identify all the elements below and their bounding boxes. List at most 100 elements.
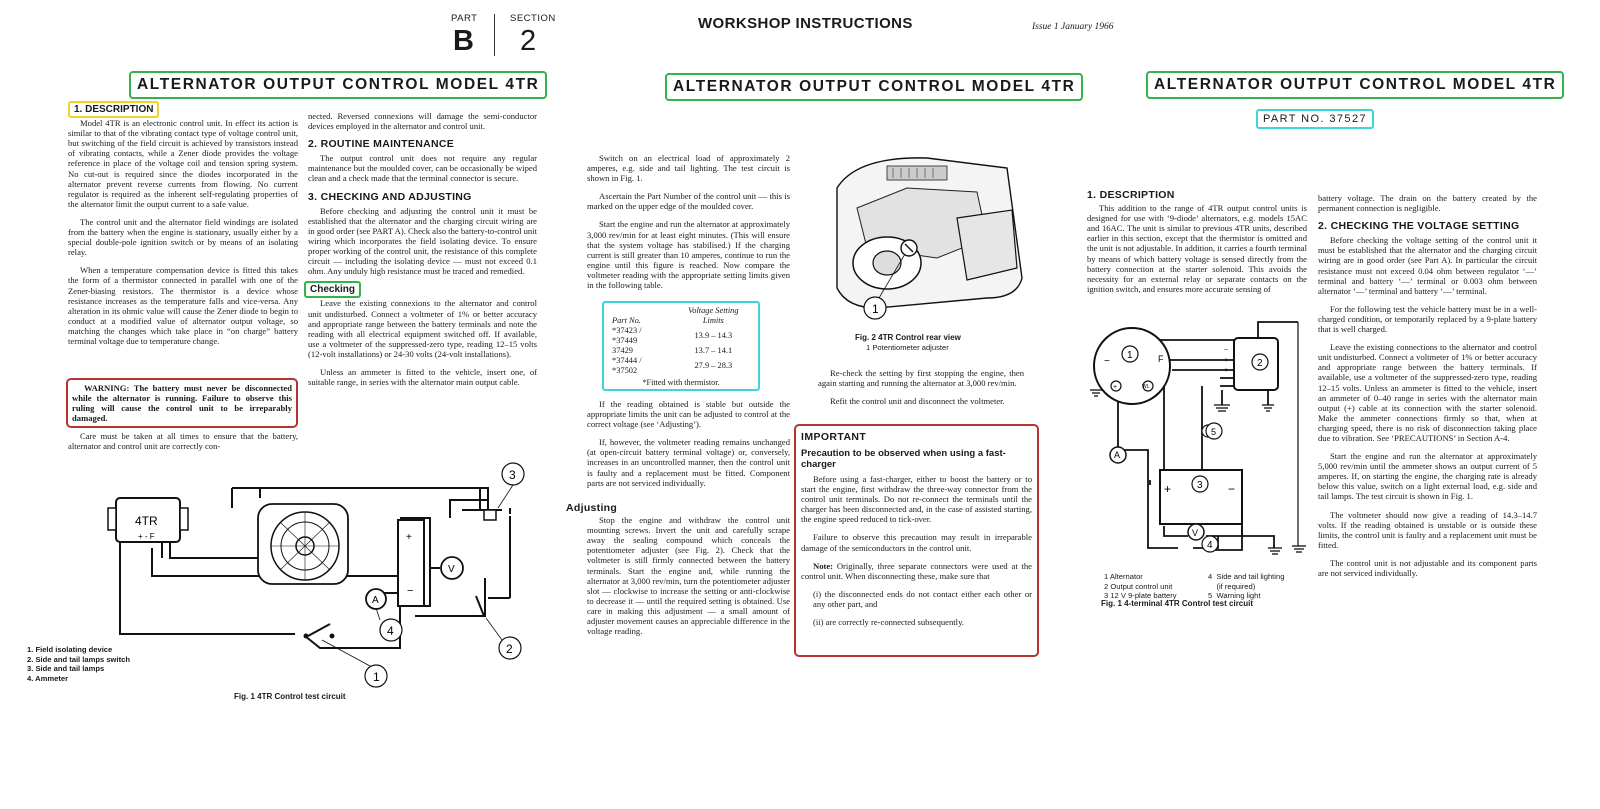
page2-fig2-illustration: 1 — [836, 157, 1023, 320]
page3-ammeter — [1109, 446, 1127, 464]
page2-fig2-sub: 1 Potentiometer adjuster — [866, 343, 949, 352]
page2-table-part: *37423 / *37449 — [612, 326, 642, 345]
page2-para-2: Ascertain the Part Number of the control… — [587, 191, 790, 212]
page2-col1: Switch on an electrical load of approxim… — [587, 153, 790, 298]
page2-important-heading: IMPORTANT — [801, 431, 867, 443]
page3-callout-2 — [1251, 353, 1269, 371]
page3-circuit-diagram: − F + WL 1 − + + 2 A 5 + − 3 V 4 — [1090, 321, 1306, 555]
page1-lamp-switch — [475, 595, 485, 617]
page3-legend-item: (if required) — [1208, 581, 1256, 591]
page1-callout-3-label: 3 — [509, 468, 516, 482]
page2-voltage-table-box: Part No. Voltage Setting Limits *37423 /… — [602, 301, 760, 391]
page3-callout-5 — [1205, 422, 1223, 440]
page3-callout-3-label: 3 — [1197, 480, 1203, 491]
page2-recheck-text: Re-check the setting by first stopping t… — [818, 368, 1024, 389]
page3-ammeter-label: A — [1114, 450, 1120, 460]
page1-desc-para-2: The control unit and the alternator fiel… — [68, 216, 298, 258]
page3-callout-2-label: 2 — [1257, 358, 1263, 369]
page1-fig-caption: Fig. 1 4TR Control test circuit — [234, 692, 346, 701]
page3-checking-text: Before checking the voltage setting of t… — [1318, 235, 1537, 296]
page2-adjusting-text: Stop the engine and withdraw the control… — [587, 515, 790, 637]
page1-checking-heading: 3. CHECKING AND ADJUSTING — [308, 190, 472, 203]
page1-checking-sub-text: Leave the existing connexions to the alt… — [308, 298, 537, 359]
header-part-label: PART — [451, 13, 478, 24]
page1-legend: 1. Field isolating device 2. Side and ta… — [27, 645, 130, 683]
page1-routine-heading: 2. ROUTINE MAINTENANCE — [308, 138, 455, 151]
page1-col2: nected. Reversed connexions will damage … — [304, 111, 537, 395]
page3-legend-left: 1 Alternator 2 Output control unit 3 12 … — [1104, 572, 1177, 601]
page1-col1-after: Care must be taken at all times to ensur… — [68, 431, 298, 459]
page1-callout-1 — [364, 664, 388, 688]
page3-legend-item: 3 12 V 9-plate battery — [1104, 591, 1177, 601]
page3-legend-item: 1 Alternator — [1104, 572, 1143, 581]
page3-callout-1-label: 1 — [1127, 350, 1133, 361]
page1-callout-4-label: 4 — [387, 624, 394, 638]
page2-precaution-text-1: Before using a fast-charger, either to b… — [801, 474, 1032, 525]
page2-adjusting-heading: Adjusting — [566, 502, 618, 514]
page2-table-limits: 27.9 – 28.3 — [694, 361, 733, 370]
page2-note-text: Originally, three separate connectors we… — [801, 560, 1032, 581]
page1-checking-text: Before checking and adjusting the contro… — [308, 205, 537, 277]
svg-text:+: + — [1224, 367, 1228, 374]
page1-voltmeter — [440, 556, 464, 580]
table-row: 37429 13.7 – 14.1 — [608, 346, 754, 356]
page2-note: Note: Originally, three separate connect… — [801, 561, 1032, 581]
page1-legend-item: 1. Field isolating device — [27, 645, 113, 654]
page1-routine-text: The output control unit does not require… — [308, 153, 537, 184]
page2-fig2-callout-label: 1 — [872, 302, 879, 316]
page2-note-ii: (ii) are correctly re-connected subseque… — [813, 617, 964, 628]
page3-legend-right: 4 Side and tail lighting (if required) 5… — [1208, 572, 1284, 601]
page2-refit-text: Refit the control unit and disconnect th… — [830, 396, 1005, 407]
page2-para-1: Switch on an electrical load of approxim… — [587, 153, 790, 184]
page2-table-col2-header: Voltage Setting Limits — [688, 306, 739, 325]
page3-callout-1 — [1121, 345, 1139, 363]
page2-important-box: IMPORTANT Precaution to be observed when… — [794, 424, 1039, 657]
page3-callout-4 — [1201, 535, 1219, 553]
page1-legend-item: 4. Ammeter — [27, 673, 69, 683]
svg-text:+: + — [1164, 482, 1171, 496]
page2-precaution-heading: Precaution to be observed when using a f… — [801, 448, 1006, 470]
page2-title: ALTERNATOR OUTPUT CONTROL MODEL 4TR — [665, 73, 1084, 101]
page3-description-heading: 1. DESCRIPTION — [1087, 189, 1175, 201]
svg-text:+: + — [406, 532, 412, 543]
svg-text:+: + — [1113, 384, 1117, 391]
page1-unit-terminals: + - F — [138, 532, 155, 541]
header-section-number: 2 — [520, 25, 537, 57]
page2-precaution-text-2: Failure to observe this precaution may r… — [801, 532, 1032, 553]
page3-description-text: This addition to the range of 4TR output… — [1087, 203, 1307, 294]
page3-col2: battery voltage. The drain on the batter… — [1318, 193, 1537, 586]
page1-care-text: Care must be taken at all times to ensur… — [68, 431, 298, 452]
header-issue: Issue 1 January 1966 — [1032, 22, 1114, 32]
page1-checking-sub: Checking — [304, 281, 362, 299]
page1-circuit-diagram: 4TR + - F + − V A 3 4 2 1 — [107, 462, 525, 688]
svg-text:+: + — [1224, 357, 1228, 364]
page3-connections-text: Leave the existing connections to the al… — [1318, 342, 1537, 443]
page1-isolating-switch — [307, 623, 331, 637]
table-row: *37423 / *37449 13.9 – 14.3 — [608, 326, 754, 346]
table-row: *37444 / *37502 27.9 – 28.3 — [608, 356, 754, 376]
page3-callout-4-label: 4 — [1207, 540, 1213, 551]
page3-battery-text: For the following test the vehicle batte… — [1318, 303, 1537, 335]
page1-ammeter-label: A — [372, 595, 379, 606]
page3-start-text: Start the engine and run the alternator … — [1318, 451, 1537, 502]
header-section-label: SECTION — [510, 13, 556, 24]
page1-lamp — [483, 509, 497, 521]
page3-voltmeter — [1187, 523, 1205, 541]
page1-desc-para-1: Model 4TR is an electronic control unit.… — [68, 118, 298, 209]
page1-col2-continuation: nected. Reversed connexions will damage … — [308, 111, 537, 132]
page2-note-label: Note: — [813, 560, 834, 571]
page2-after-table-text: If the reading obtained is stable but ou… — [587, 399, 790, 430]
svg-text:−: − — [407, 585, 413, 597]
page2-fig2-caption: Fig. 2 4TR Control rear view — [855, 333, 961, 342]
page2-col2: Re-check the setting by first stopping t… — [818, 368, 1024, 414]
page2-col1-lower: If the reading obtained is stable but ou… — [587, 399, 790, 496]
page3-wl-label: WL — [1142, 384, 1150, 390]
page2-table-limits: 13.7 – 14.1 — [694, 346, 733, 355]
page3-legend-item: 5 Warning light — [1208, 591, 1261, 601]
page1-voltmeter-label: V — [448, 564, 455, 575]
page2-voltage-table: Part No. Voltage Setting Limits *37423 /… — [608, 306, 754, 376]
page2-table-col1-header: Part No. — [612, 316, 641, 325]
page1-battery — [397, 519, 425, 607]
svg-text:−: − — [1228, 482, 1235, 496]
page2-table-footnote: *Fitted with thermistor. — [642, 378, 720, 387]
